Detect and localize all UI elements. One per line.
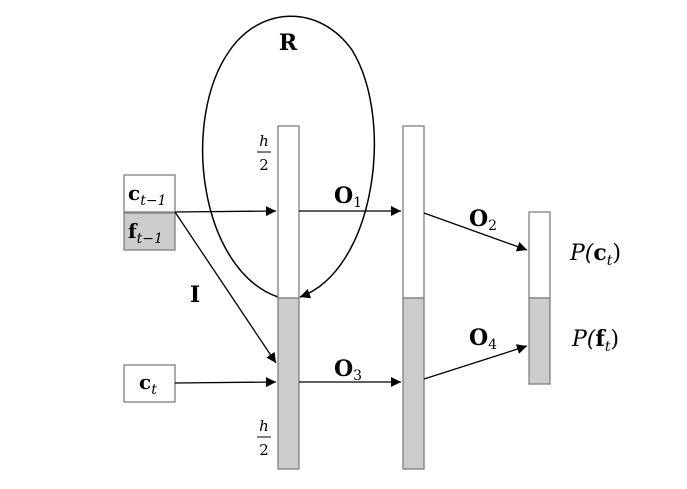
arrow-o4 (423, 344, 528, 380)
output-bottom (528, 297, 551, 385)
c-prev-box (123, 174, 176, 213)
label-i: I (190, 282, 200, 308)
arrow-o2 (423, 212, 528, 252)
hidden2-top (402, 125, 425, 299)
label-p-f: P(ft) (571, 326, 619, 355)
arrow-input-to-hidden1-gray (174, 211, 277, 364)
recurrent-loop (201, 15, 376, 299)
label-p-c: P(ct) (569, 240, 621, 269)
hidden1-top (277, 125, 300, 299)
label-r: R (279, 30, 298, 56)
arrow-ct-to-hidden1 (174, 377, 277, 388)
fraction-h-half-top: h 2 (257, 132, 271, 174)
label-f-prev: ft−1 (128, 219, 163, 247)
hidden2-bottom (402, 297, 425, 470)
c-t-box (123, 364, 176, 403)
label-o1: O1 (334, 183, 362, 211)
svg-text:h: h (259, 417, 269, 435)
svg-text:2: 2 (259, 156, 269, 174)
label-o3: O3 (334, 356, 362, 384)
svg-text:2: 2 (259, 441, 269, 459)
fraction-h-half-bottom: h 2 (257, 417, 271, 459)
label-c-t: ct (139, 370, 157, 398)
arrow-cprev-to-hidden1 (174, 206, 277, 217)
svg-text:h: h (259, 132, 269, 150)
output-top (528, 211, 551, 299)
hidden1-bottom (277, 297, 300, 470)
label-o2: O2 (469, 206, 497, 234)
label-c-prev: ct−1 (128, 181, 166, 209)
label-o4: O4 (469, 325, 497, 353)
f-prev-box (123, 212, 176, 251)
